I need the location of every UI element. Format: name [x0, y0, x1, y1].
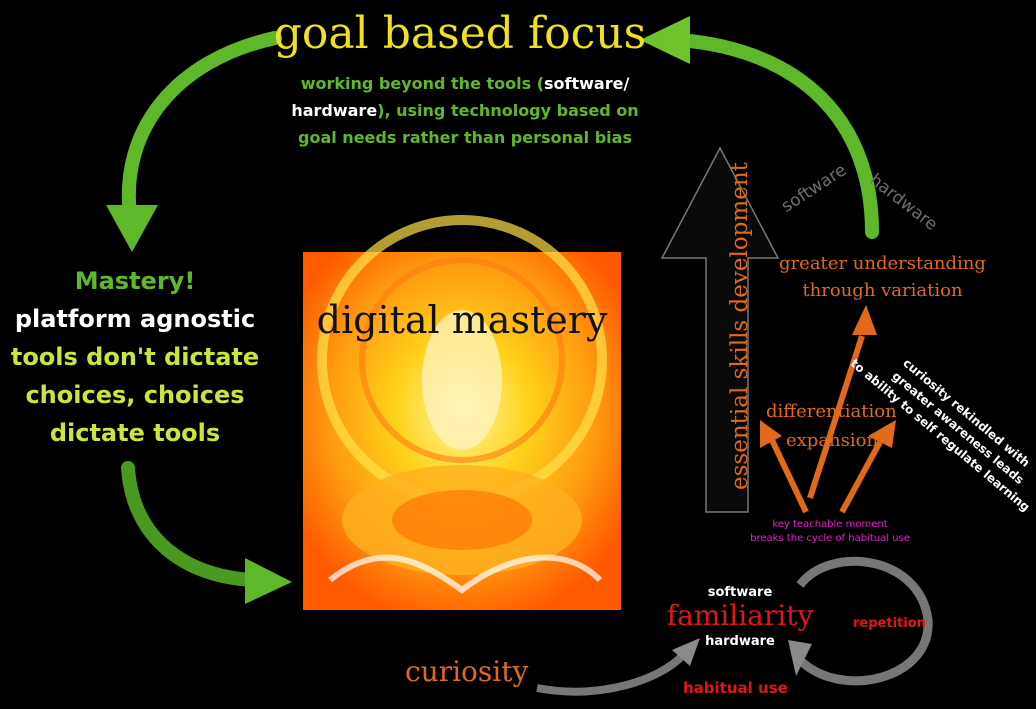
teachable-line2: breaks the cycle of habitual use: [750, 533, 910, 544]
mastery-heading: Mastery!: [74, 267, 196, 295]
digital-mastery-image: [303, 215, 621, 610]
mastery-line3: choices, choices: [25, 381, 245, 409]
mastery-line2: tools don't dictate: [10, 343, 260, 371]
subtitle-hardware: hardware: [291, 101, 378, 120]
subtitle-line3: goal needs rather than personal bias: [298, 128, 632, 147]
green-arrowhead-left: [640, 16, 690, 64]
green-arrowhead-down: [106, 205, 158, 252]
curiosity-arrow: [536, 652, 686, 696]
curiosity-label: curiosity: [405, 655, 529, 688]
green-arc-left-bottom: [121, 461, 259, 587]
page-title: goal based focus: [273, 8, 647, 59]
familiarity-hardware: hardware: [705, 634, 775, 649]
familiarity-label: familiarity: [666, 599, 814, 632]
orange-arrow-left: [769, 438, 809, 514]
subtitle-part2: ), using technology based on: [377, 101, 639, 120]
cycle-loop: [796, 556, 933, 686]
green-arrowhead-right: [245, 558, 292, 604]
greater-line1: greater understanding: [779, 253, 986, 274]
mastery-line4: dictate tools: [49, 419, 221, 447]
teachable-moment: key teachable moment breaks the cycle of…: [725, 518, 935, 546]
greater-line2: through variation: [802, 280, 963, 301]
greater-understanding: greater understanding through variation: [770, 250, 995, 304]
orange-arrow-up: [807, 335, 865, 499]
mastery-block: Mastery! platform agnostic tools don't d…: [0, 262, 270, 452]
mastery-line1: platform agnostic: [14, 305, 256, 333]
repetition-label: repetition: [853, 616, 926, 631]
orange-arrow-right: [839, 440, 883, 514]
familiarity-software: software: [707, 585, 773, 600]
expansion-label: expansion: [786, 430, 879, 451]
green-arc-left-top: [121, 31, 282, 222]
subtitle-software: software/: [544, 74, 630, 93]
subtitle-part1: working beyond the tools (: [300, 74, 545, 93]
digital-mastery-label: digital mastery: [316, 298, 608, 342]
cycle-arrowhead: [788, 640, 812, 676]
essential-skills-arrow: [660, 146, 780, 513]
differentiation-label: differentiation: [766, 401, 897, 422]
teachable-line1: key teachable moment: [772, 519, 888, 530]
essential-skills-label: essential skills development: [727, 162, 753, 490]
green-arc-right: [673, 33, 879, 239]
subtitle: working beyond the tools (software/ hard…: [255, 70, 675, 151]
habitual-use-label: habitual use: [683, 679, 788, 697]
